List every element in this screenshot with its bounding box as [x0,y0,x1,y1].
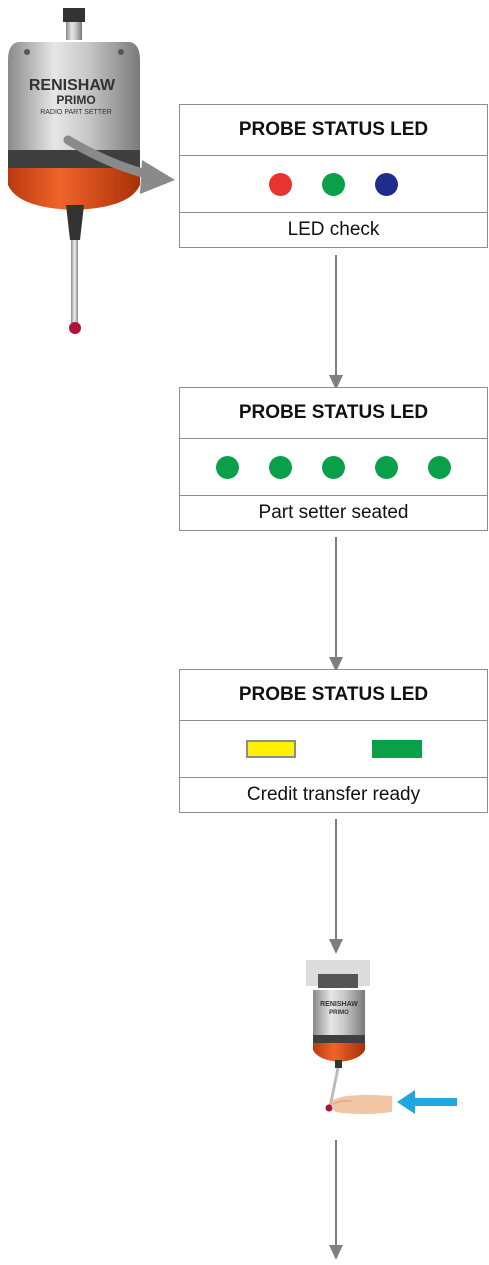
led-green [428,455,451,479]
panel-caption: LED check [287,219,380,240]
connector-arrow-2 [329,537,343,672]
status-panel-part-setter-seated: PROBE STATUS LED Part setter seated [179,387,488,531]
connector-arrow-4 [329,1140,343,1260]
push-arrow [397,1090,457,1114]
status-panel-led-check: PROBE STATUS LED LED check [179,104,488,248]
led-red [269,172,292,196]
led-green [322,172,345,196]
led-row [180,439,487,496]
panel-title: PROBE STATUS LED [180,670,487,721]
svg-text:RENISHAW: RENISHAW [320,1001,358,1008]
connector-arrow-1 [329,255,343,390]
led-blue [375,172,398,196]
panel-title: PROBE STATUS LED [180,388,487,439]
led-row [180,721,487,778]
panel-caption: Credit transfer ready [246,784,421,805]
led-green [216,455,239,479]
status-panel-credit-transfer-ready: PROBE STATUS LED Credit transfer ready [179,669,488,813]
led-green [371,740,422,758]
panel-caption: Part setter seated [258,502,409,523]
probe-illustration-large: RENISHAW PRIMO RADIO PART SETTER [8,8,140,334]
led-green [375,455,398,479]
panel-title: PROBE STATUS LED [180,105,487,156]
led-row [180,156,487,213]
led-yellow [245,740,296,758]
probe-subtitle-text: RADIO PART SETTER [40,109,112,116]
probe-illustration-small: RENISHAW PRIMO [306,960,392,1114]
pointer-arrow [63,135,175,194]
connector-arrow-3 [329,819,343,954]
led-green [322,455,345,479]
svg-text:PRIMO: PRIMO [329,1010,349,1016]
probe-model-text: PRIMO [56,93,95,107]
led-green [269,455,292,479]
probe-brand-text: RENISHAW [29,77,116,94]
